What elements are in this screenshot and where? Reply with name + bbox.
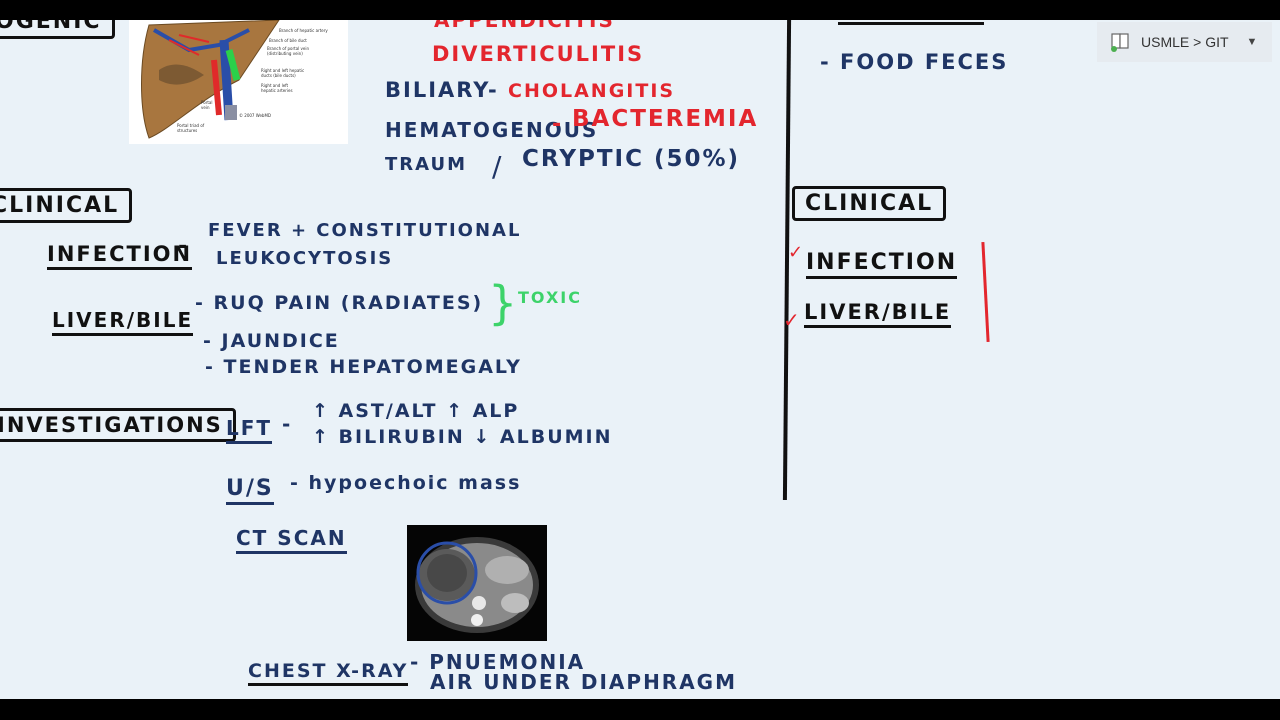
top-right-box-edge xyxy=(838,22,984,25)
liver-line-2: - JAUNDICE xyxy=(203,330,340,352)
cause-appendicitis: APPENDICITIS xyxy=(434,20,615,32)
cause-hematogenous: HEMATOGENOUS xyxy=(385,118,599,142)
infection-dash: - xyxy=(178,234,190,259)
cxr-line-2: AIR UNDER DIAPHRAGM xyxy=(430,670,738,694)
cause-hematogenous-dash: - xyxy=(552,112,564,137)
clinical-title-box: CLINICAL xyxy=(0,188,133,223)
right-clinical-title-box: CLINICAL xyxy=(792,186,947,221)
cause-trauma: TRAUM xyxy=(385,154,468,175)
cause-bacteremia: BACTEREMIA xyxy=(572,106,759,132)
liver-bile-label: LIVER/BILE xyxy=(52,308,194,336)
svg-text:Branch of portal vein: Branch of portal vein xyxy=(267,46,309,51)
svg-text:hepatic arteries: hepatic arteries xyxy=(261,88,293,93)
ct-scan-image xyxy=(407,525,547,641)
ct-scan-graphic xyxy=(415,537,539,633)
svg-text:(distributing vein): (distributing vein) xyxy=(267,51,303,56)
lft-line-2: ↑ BILIRUBIN ↓ ALBUMIN xyxy=(312,426,613,448)
svg-text:Portal: Portal xyxy=(201,100,213,105)
cause-cholangitis: CHOLANGITIS xyxy=(508,80,676,102)
svg-text:Portal triad of: Portal triad of xyxy=(177,123,205,128)
lft-label: LFT xyxy=(226,416,273,444)
svg-text:Right and left hepatic: Right and left hepatic xyxy=(261,68,304,73)
right-infection-label: INFECTION xyxy=(806,250,958,279)
toxic-brace: } xyxy=(488,276,518,330)
liver-line-3: - TENDER HEPATOMEGALY xyxy=(205,356,522,378)
red-vertical-bracket xyxy=(981,241,990,343)
us-label: U/S xyxy=(226,476,274,505)
liver-line-1-text: RUQ PAIN (RADIATES) xyxy=(213,292,484,314)
notebook-icon xyxy=(1109,31,1131,53)
liver-diagram-graphic: Branch of hepatic artery Branch of bile … xyxy=(141,20,328,139)
cause-biliary-dash: - xyxy=(488,78,499,102)
svg-text:Branch of bile duct: Branch of bile duct xyxy=(269,38,307,43)
svg-text:structures: structures xyxy=(177,128,197,133)
right-food-feces: - FOOD FECES xyxy=(820,50,1009,74)
cause-slash: / xyxy=(492,150,504,183)
chest-xray-label: CHEST X-RAY xyxy=(248,660,409,686)
check-mark-infection: ✓ xyxy=(788,242,804,263)
svg-text:vein: vein xyxy=(201,105,210,110)
cause-diverticulitis: DIVERTICULITIS xyxy=(432,42,645,66)
lft-dash: - xyxy=(282,412,293,436)
svg-text:© 2007 WebMD: © 2007 WebMD xyxy=(239,113,271,118)
cause-biliary: BILIARY xyxy=(385,78,491,102)
whiteboard-canvas: OGENIC Branch of hepatic artery Branch o… xyxy=(0,20,1280,699)
toxic-label: TOXIC xyxy=(518,288,582,307)
cxr-line-1: - PNUEMONIA xyxy=(410,650,586,674)
chevron-down-icon[interactable]: ▼ xyxy=(1246,36,1258,48)
svg-text:ducts (bile ducts): ducts (bile ducts) xyxy=(261,73,296,78)
infection-label: INFECTION xyxy=(47,242,193,270)
header-box-partial: OGENIC xyxy=(0,20,115,39)
infection-line-2: LEUKOCYTOSIS xyxy=(216,248,394,269)
right-liver-bile-label: LIVER/BILE xyxy=(804,300,952,328)
svg-text:Right and left: Right and left xyxy=(261,83,289,88)
liver-line-1: - RUQ PAIN (RADIATES) xyxy=(195,292,484,314)
us-text: - hypoechoic mass xyxy=(290,472,522,494)
svg-text:Branch of hepatic artery: Branch of hepatic artery xyxy=(279,28,328,33)
check-mark-liver: ✓ xyxy=(783,308,800,332)
cause-cryptic: CRYPTIC (50%) xyxy=(522,146,741,172)
lft-line-1: ↑ AST/ALT ↑ ALP xyxy=(312,400,520,422)
breadcrumb-label: USMLE > GIT xyxy=(1141,34,1229,50)
liver-anatomy-diagram: Branch of hepatic artery Branch of bile … xyxy=(129,20,348,144)
infection-line-1: FEVER + CONSTITUTIONAL xyxy=(208,220,522,241)
notebook-breadcrumb[interactable]: USMLE > GIT ▼ xyxy=(1097,22,1272,62)
ct-scan-label: CT SCAN xyxy=(236,526,347,554)
investigations-title-box: INVESTIGATIONS xyxy=(0,408,236,442)
